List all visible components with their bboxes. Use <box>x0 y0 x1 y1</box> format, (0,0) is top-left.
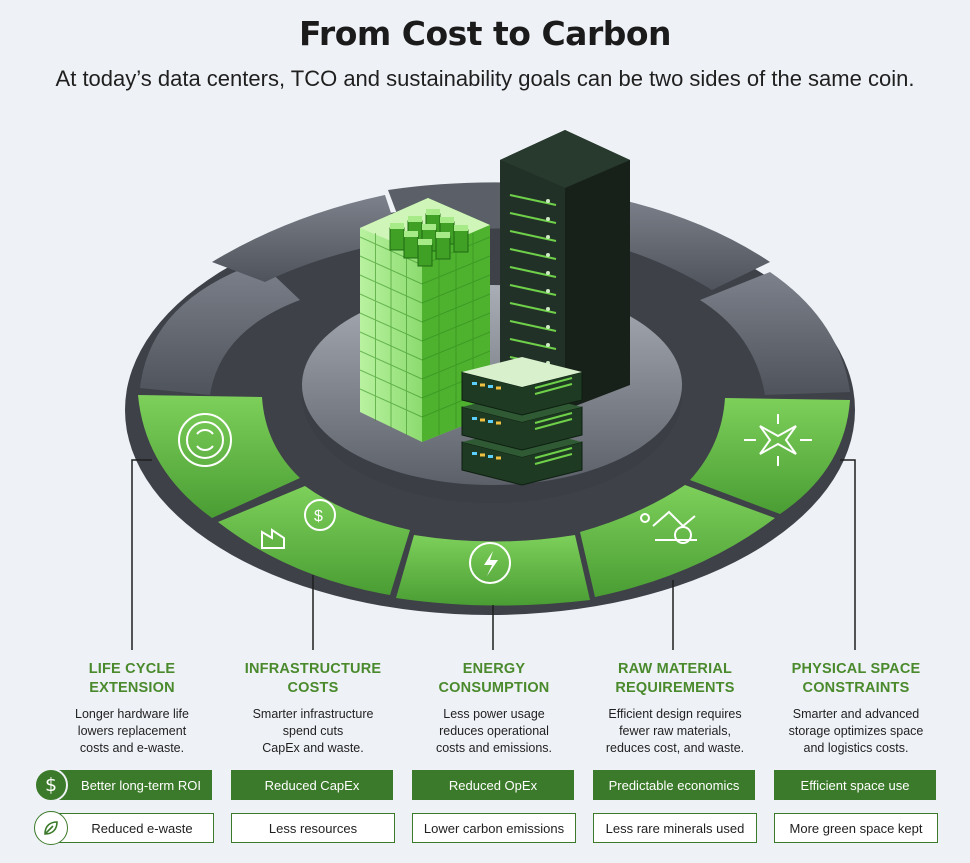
label-less-resources: Less resources <box>231 813 395 843</box>
label-less-rare-minerals: Less rare minerals used <box>593 813 757 843</box>
label-lower-carbon: Lower carbon emissions <box>412 813 576 843</box>
lightning-cycle-icon <box>469 542 511 584</box>
page-title: From Cost to Carbon <box>298 14 672 53</box>
label-predictable-economics: Predictable economics <box>593 770 755 800</box>
dollar-factory-icon: $ <box>261 499 336 549</box>
page-subtitle: At today’s data centers, TCO and sustain… <box>55 66 915 91</box>
label-better-roi: Better long-term ROI <box>50 770 212 800</box>
leader-lines <box>131 459 856 650</box>
label-more-green-space: More green space kept <box>774 813 938 843</box>
stacked-server-units <box>461 357 583 486</box>
compress-icon <box>744 414 812 466</box>
label-reduced-capex: Reduced CapEx <box>231 770 393 800</box>
green-storage-tower <box>359 198 491 442</box>
gear-cycle-icon <box>178 413 232 467</box>
dollar-sign-icon: $ <box>34 768 68 802</box>
dark-server-rack <box>500 130 630 410</box>
svg-text:$: $ <box>314 508 323 525</box>
label-reduced-ewaste: Reduced e-waste <box>50 813 214 843</box>
ring-front-segments <box>138 395 850 606</box>
robot-arm-icon <box>640 510 697 544</box>
label-efficient-space: Efficient space use <box>774 770 936 800</box>
label-reduced-opex: Reduced OpEx <box>412 770 574 800</box>
leaf-icon <box>34 811 68 845</box>
